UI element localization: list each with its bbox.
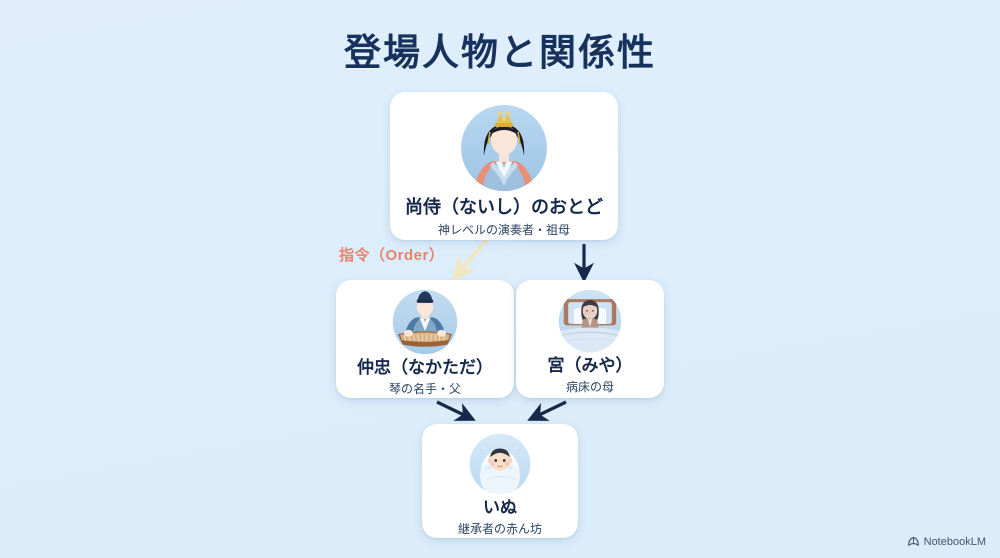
notebooklm-icon xyxy=(907,536,919,546)
character-role: 病床の母 xyxy=(565,379,614,394)
character-role: 継承者の赤ん坊 xyxy=(457,521,542,536)
character-role: 琴の名手・父 xyxy=(388,381,461,396)
character-card-naishi[interactable]: 尚侍（ないし）のおとど 神レベルの演奏者・祖母 xyxy=(390,92,618,240)
notebooklm-watermark: NotebookLM xyxy=(907,535,986,548)
character-card-miya[interactable]: 宮（みや） 病床の母 xyxy=(516,280,664,398)
watermark-label: NotebookLM xyxy=(923,535,986,548)
arrow-nakatada-to-inu xyxy=(436,400,476,421)
character-name: 尚侍（ないし）のおとど xyxy=(405,197,603,217)
arrow-order-to-nakatada xyxy=(451,239,488,281)
character-card-inu[interactable]: いぬ 継承者の赤ん坊 xyxy=(422,424,578,538)
woman-in-sickbed-icon xyxy=(558,289,622,353)
character-card-nakatada[interactable]: 仲忠（なかただ） 琴の名手・父 xyxy=(336,280,514,398)
avatar xyxy=(460,104,548,192)
swaddled-baby-icon xyxy=(469,433,531,495)
character-role: 神レベルの演奏者・祖母 xyxy=(437,222,570,237)
avatar xyxy=(469,433,531,495)
arrow-miya-to-inu xyxy=(527,400,567,421)
avatar xyxy=(392,289,458,355)
order-label: 指令（Order） xyxy=(339,247,445,264)
character-name: いぬ xyxy=(483,498,517,517)
nobleman-playing-koto-icon xyxy=(392,289,458,355)
court-lady-with-crown-icon xyxy=(461,105,547,191)
avatar xyxy=(558,289,622,353)
character-name: 宮（みや） xyxy=(547,356,633,375)
page-title: 登場人物と関係性 xyxy=(344,33,656,74)
character-name: 仲忠（なかただ） xyxy=(357,358,493,377)
